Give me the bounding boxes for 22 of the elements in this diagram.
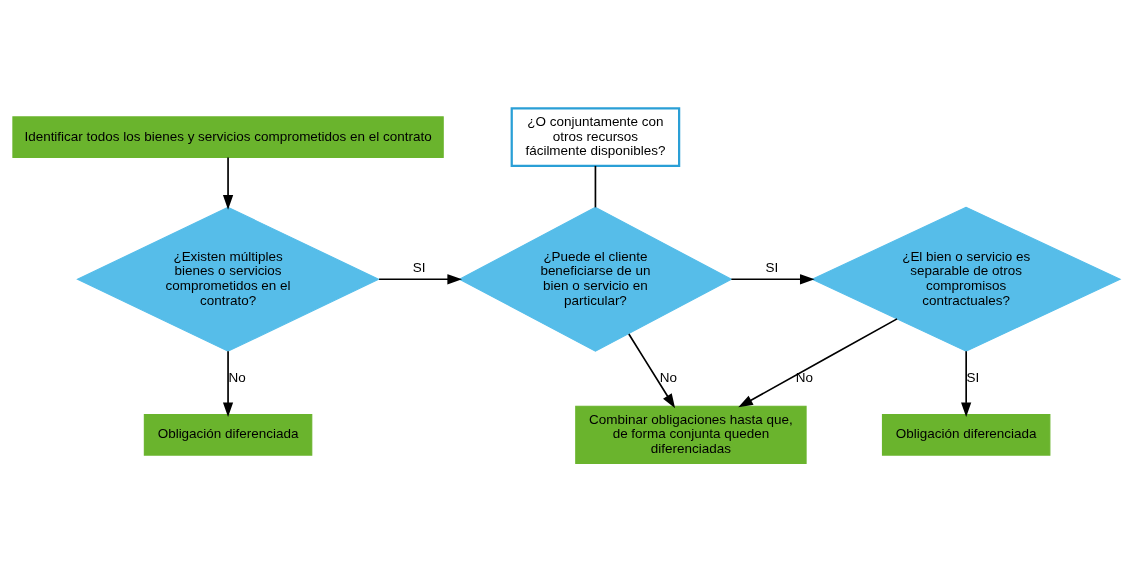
edge-label: No	[659, 370, 678, 386]
arrow	[222, 156, 234, 210]
node-box: Obligación diferenciada	[143, 414, 313, 456]
edge-label: SI	[765, 260, 779, 276]
arrow	[738, 318, 898, 408]
arrow	[378, 274, 462, 285]
edge-label: SI	[412, 260, 426, 276]
node-diamond: ¿El bien o servicio es separable de otros compromisos contractuales?	[810, 206, 1122, 352]
connector	[594, 165, 597, 209]
edge-label: SI	[966, 370, 980, 386]
arrow	[628, 333, 676, 409]
node-diamond: ¿Existen múltiples bienes o servicios comprometidos en el contrato?	[76, 206, 380, 352]
edge-label: No	[795, 370, 813, 386]
arrow	[961, 350, 972, 418]
node-box: ¿O conjuntamente con otros recursos fácilmente disponibles?	[510, 107, 681, 167]
arrow	[730, 274, 815, 285]
node-diamond: ¿Puede el cliente beneficiarse de un bien o servicio en particular?	[458, 206, 733, 352]
node-box: Obligación diferenciada	[881, 414, 1051, 456]
edge-label: No	[228, 370, 246, 386]
node-box: Combinar obligaciones hasta que, de forma conjunta queden diferenciadas	[575, 405, 807, 465]
arrow	[222, 350, 234, 418]
node-box: Identificar todos los bienes y servicios comprometidos en el contrato	[12, 116, 444, 158]
